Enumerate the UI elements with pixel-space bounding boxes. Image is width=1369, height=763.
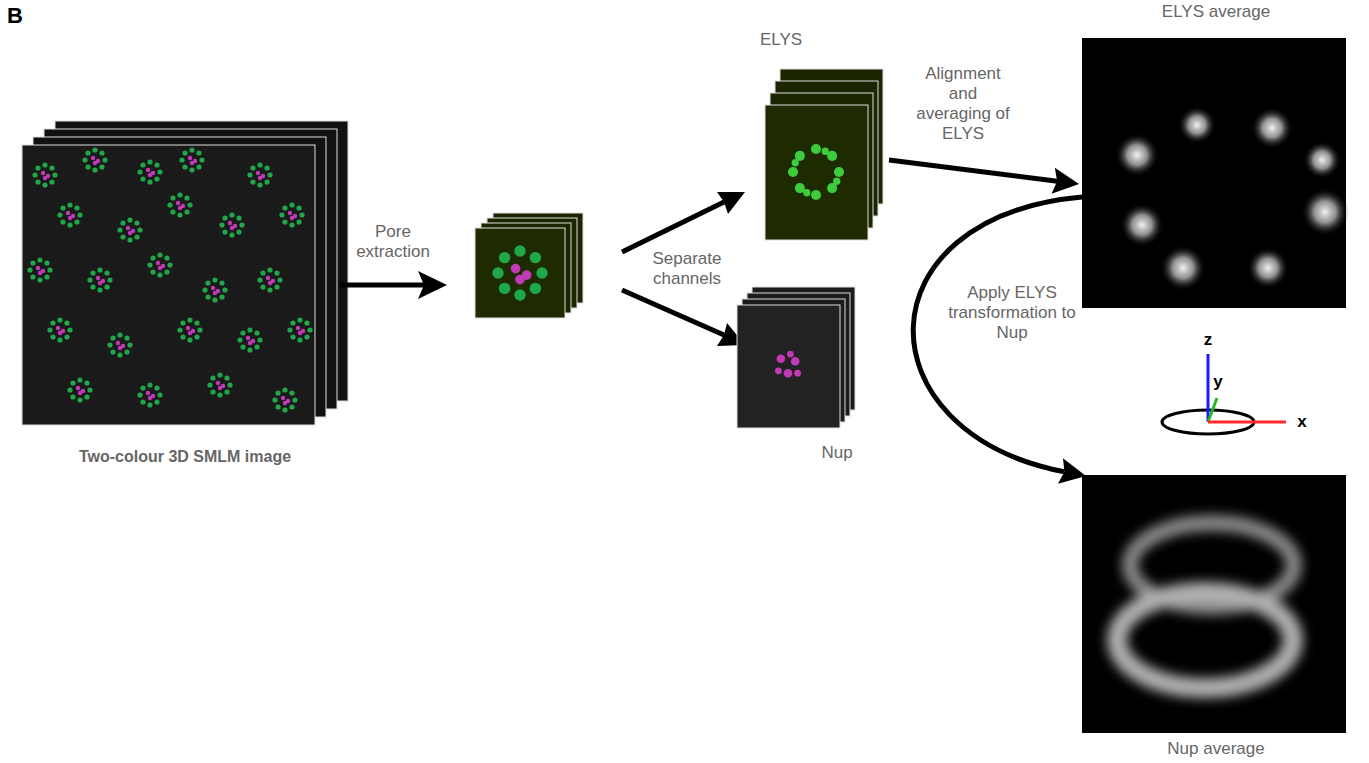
- step-label: Pore extraction: [348, 222, 438, 262]
- z-axis: [1207, 354, 1210, 422]
- edge-label: Apply ELYS transformation to Nup: [943, 283, 1081, 343]
- flow-arrow: [913, 197, 1086, 484]
- axis-label: x: [1290, 412, 1314, 432]
- image-panel: Two-colour 3D SMLM image: [18, 115, 352, 467]
- y-axis: [1208, 398, 1217, 422]
- connector-line: [913, 197, 1082, 472]
- elys-ring: [788, 144, 844, 200]
- process-arrow: [622, 290, 724, 335]
- average-image: [1082, 38, 1346, 308]
- elys-blobs: [1115, 106, 1349, 291]
- x-axis: [1208, 421, 1286, 424]
- panel-letter: B: [3, 6, 27, 26]
- panel-caption: ELYS average: [1082, 2, 1350, 22]
- image-panel: Nup: [737, 285, 889, 463]
- nup-frame: [737, 305, 840, 428]
- image-panel: ELYS: [737, 30, 889, 245]
- image-panel: ELYS average: [1082, 2, 1350, 308]
- axis-label: y: [1206, 372, 1230, 392]
- smlm-frame: [22, 145, 315, 425]
- step-label: Separate channels: [644, 249, 730, 289]
- arrowhead: [717, 192, 745, 214]
- process-arrow: [340, 283, 424, 288]
- arrowhead: [418, 271, 447, 299]
- process-arrow: [622, 202, 724, 252]
- panel-caption: ELYS: [737, 30, 825, 50]
- elys-frame: [765, 105, 868, 240]
- panel-caption: Two-colour 3D SMLM image: [18, 447, 352, 467]
- pore-image: [492, 245, 547, 300]
- axis-label: z: [1196, 330, 1220, 350]
- nup-dots: [775, 351, 801, 378]
- edge-label: Alignment and averaging of ELYS: [913, 64, 1013, 144]
- panel-caption: Nup: [785, 443, 889, 463]
- flow-arrow: [889, 160, 1079, 194]
- panel-caption: Nup average: [1082, 739, 1350, 759]
- average-image: [1082, 475, 1346, 733]
- arrowhead: [1058, 458, 1086, 484]
- pore-frame: [475, 228, 565, 318]
- image-panel: Nup average: [1082, 475, 1350, 759]
- nup-rings: [1117, 523, 1294, 688]
- arrowhead: [1052, 168, 1079, 194]
- connector-line: [889, 160, 1057, 181]
- pore-clusters: [27, 147, 312, 412]
